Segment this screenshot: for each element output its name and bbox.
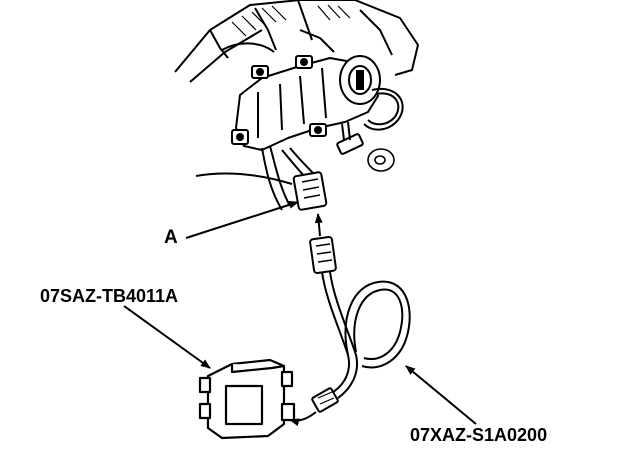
cable-label-leader (405, 365, 477, 425)
tool-label-leader (123, 305, 211, 369)
adapter-cable (321, 271, 411, 399)
illumination-wire (336, 87, 404, 155)
cable-part-number-label: 07XAZ-S1A0200 (410, 425, 548, 445)
cable-end-connector (311, 387, 339, 413)
bolt-grommet (367, 148, 395, 172)
vehicle-connector-a (292, 171, 328, 211)
connect-arrow (314, 213, 323, 237)
steering-lock-assembly (231, 55, 381, 151)
cable-connector (309, 236, 337, 274)
diagnostic-tool-module (198, 358, 296, 440)
label-a-leader (185, 200, 299, 239)
connector-a-label: A (164, 227, 178, 248)
steering-column-housing (174, 0, 419, 83)
tool-part-number-label: 07SAZ-TB4011A (40, 286, 179, 306)
